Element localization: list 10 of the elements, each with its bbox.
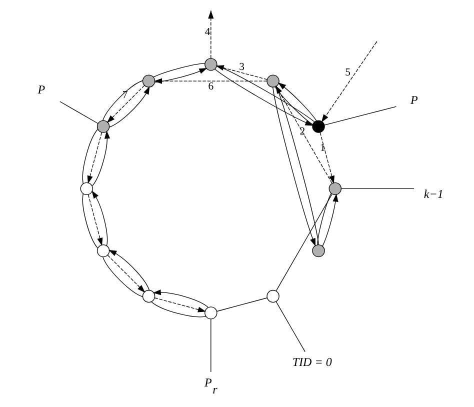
- edge-label: 5: [345, 66, 350, 79]
- edge-label: 3: [239, 61, 244, 74]
- node-text: TID = 0: [292, 355, 332, 370]
- node-text: k−1: [424, 186, 444, 201]
- node-text: P: [38, 82, 46, 96]
- edge-label: 1: [320, 142, 326, 154]
- edge-label: 6: [208, 80, 214, 93]
- node-text: P: [410, 93, 418, 108]
- edge-label: 7: [122, 89, 128, 101]
- edge-label: 4: [204, 26, 210, 38]
